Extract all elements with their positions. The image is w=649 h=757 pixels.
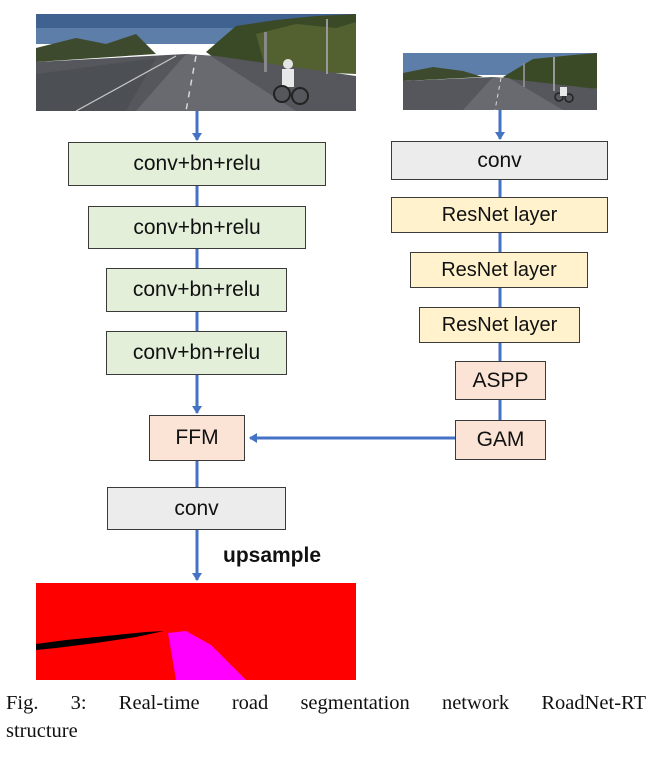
resnet-layer-block-3: ResNet layer (419, 307, 580, 343)
upsample-label: upsample (223, 544, 322, 567)
conv-bn-relu-block-3: conv+bn+relu (106, 268, 287, 312)
conv-bn-relu-block-4: conv+bn+relu (106, 331, 287, 375)
aspp-block: ASPP (455, 361, 546, 400)
resnet-layer-block-1: ResNet layer (391, 197, 608, 233)
caption-line-2: structure (6, 720, 78, 742)
conv-bn-relu-block-2: conv+bn+relu (88, 206, 306, 249)
gam-block: GAM (455, 420, 546, 460)
resnet-layer-block-2: ResNet layer (410, 252, 588, 288)
figure-caption: Fig. 3: Real-time road segmentation netw… (6, 689, 646, 745)
input-road-image-downsampled (403, 53, 597, 110)
backbone-conv-block: conv (391, 141, 608, 180)
final-conv-block: conv (107, 487, 286, 530)
caption-line-1: Fig. 3: Real-time road segmentation netw… (6, 692, 646, 714)
input-road-image (36, 14, 356, 111)
conv-bn-relu-block-1: conv+bn+relu (68, 142, 326, 186)
segmentation-output-image (36, 583, 356, 680)
ffm-block: FFM (149, 415, 245, 461)
